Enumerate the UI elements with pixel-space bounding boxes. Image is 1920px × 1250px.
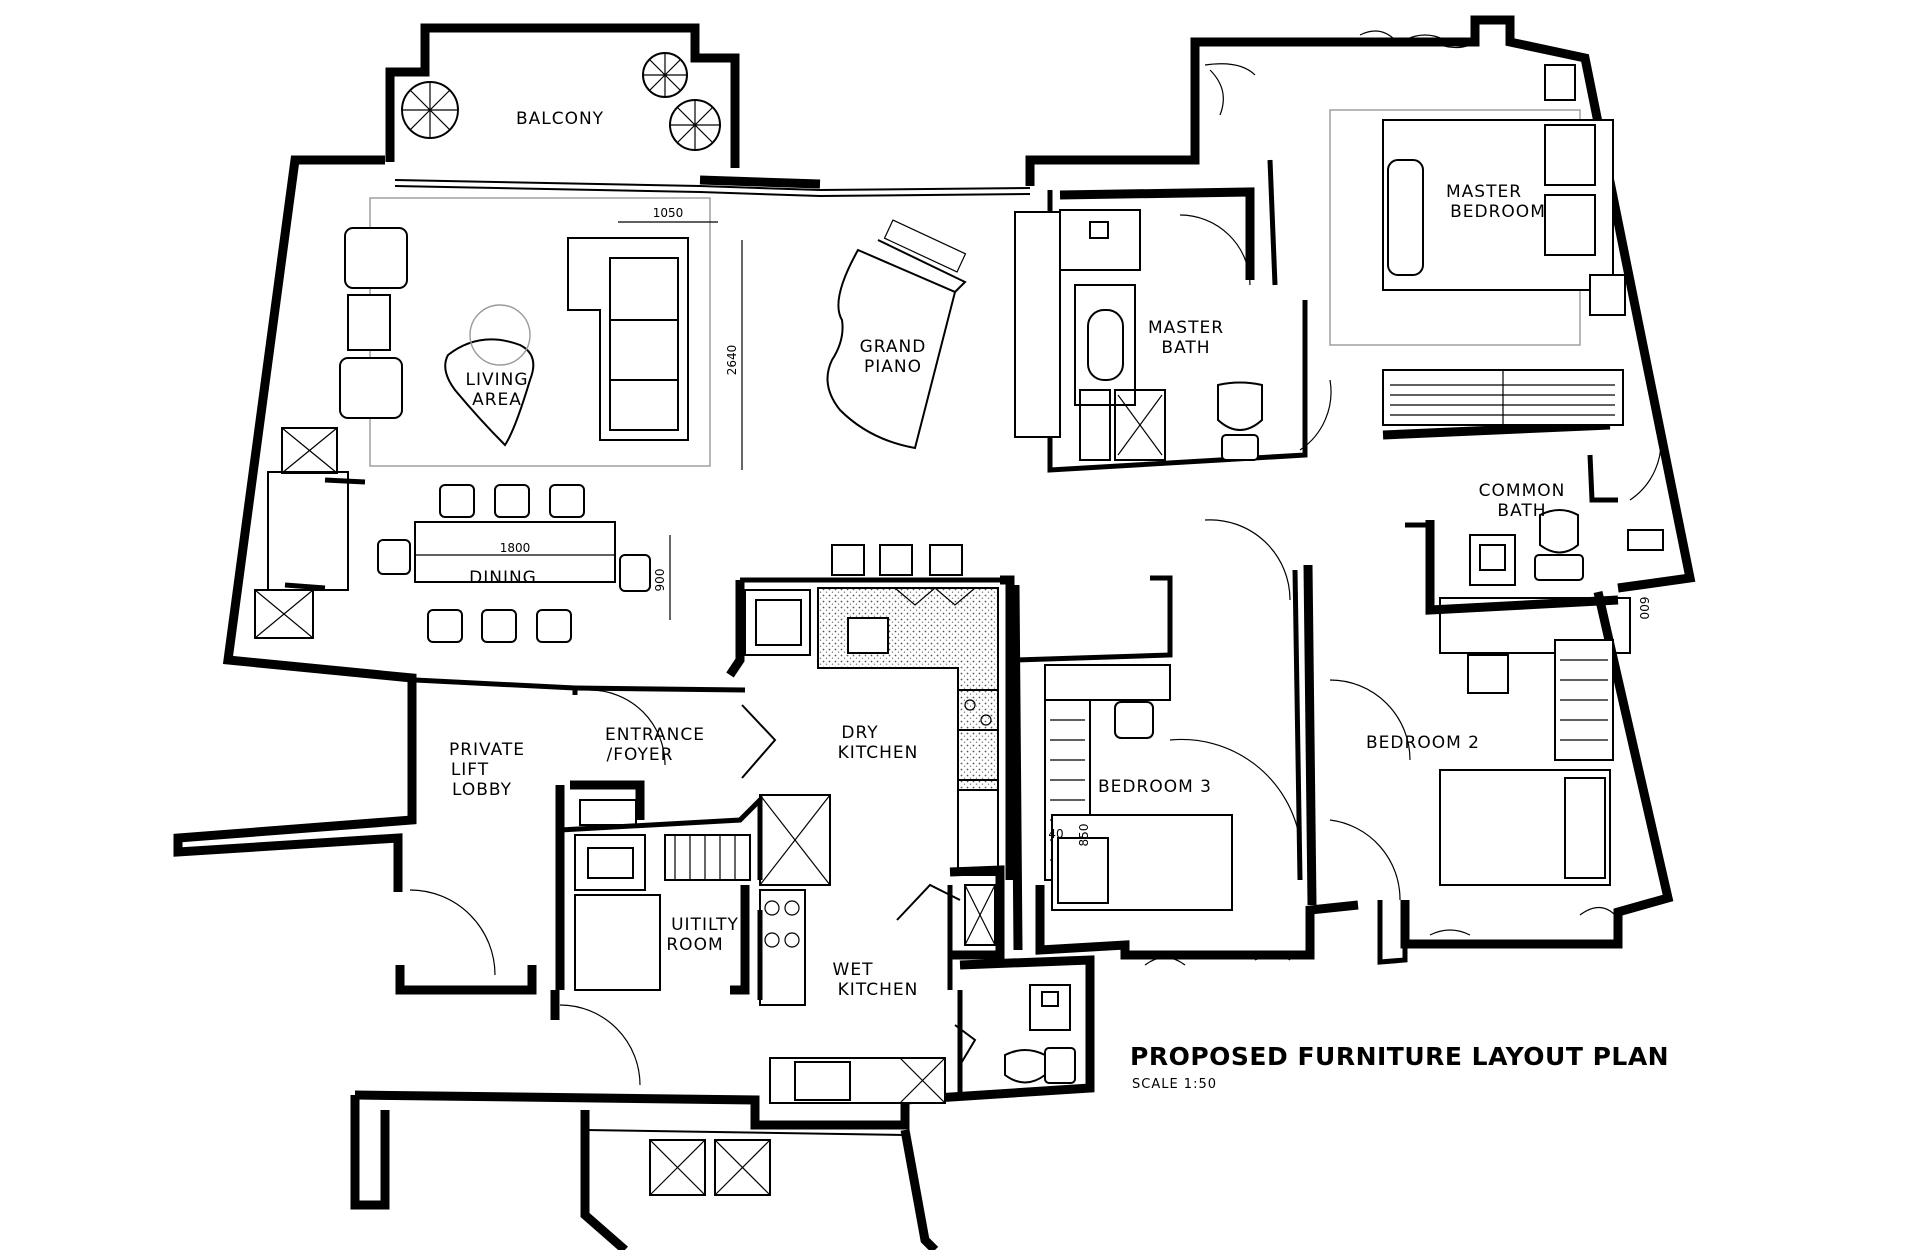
label-lobby-2: LIFT	[451, 760, 489, 780]
label-grand-2: PIANO	[864, 357, 922, 377]
label-master-bed-1: MASTER	[1446, 182, 1522, 202]
dining-furniture	[377, 484, 671, 643]
label-bedroom-3: BEDROOM 3	[1098, 777, 1212, 797]
dimension-labels: 1050 2640 1800 900 600 40 850	[500, 206, 1651, 846]
label-lobby-3: LOBBY	[452, 780, 512, 800]
common-bath-fixtures	[1469, 429, 1664, 586]
balcony-plants	[401, 52, 721, 151]
label-common-bath-1: COMMON	[1479, 481, 1566, 501]
dry-kitchen-fixtures	[741, 544, 999, 921]
dim-sofa-length: 2640	[725, 345, 739, 376]
dim-table-width: 900	[653, 569, 667, 592]
dim-table-length: 1800	[500, 541, 531, 555]
label-grand-1: GRAND	[860, 337, 927, 357]
label-wet-kitchen-1: WET	[833, 960, 874, 980]
label-balcony: BALCONY	[516, 109, 604, 129]
dim-desk-a: 40	[1048, 827, 1063, 841]
bedroom-2-furniture	[1329, 597, 1631, 936]
label-entrance-2: /FOYER	[607, 745, 674, 765]
label-dry-kitchen-2: KITCHEN	[838, 743, 919, 763]
label-wet-kitchen-2: KITCHEN	[838, 980, 919, 1000]
wet-kitchen-fixtures	[759, 884, 1076, 1104]
label-living-2: AREA	[472, 390, 522, 410]
utility-room-fixtures	[409, 689, 751, 1086]
label-master-bed-2: BEDROOM	[1450, 202, 1546, 222]
dim-desk-b: 850	[1077, 824, 1091, 847]
plan-scale: SCALE 1:50	[1132, 1077, 1217, 1092]
label-dining: DINING	[469, 568, 537, 588]
label-living-1: LIVING	[465, 370, 528, 390]
label-dry-kitchen-1: DRY	[841, 723, 878, 743]
dim-sofa-width: 1050	[653, 206, 684, 220]
master-bedroom-furniture	[1204, 30, 1626, 451]
bedroom-3-furniture	[1044, 519, 1301, 966]
label-entrance-1: ENTRANCE	[605, 725, 705, 745]
label-lobby-1: PRIVATE	[449, 740, 525, 760]
service-yard-fixtures	[584, 1129, 906, 1196]
label-bedroom-2: BEDROOM 2	[1366, 733, 1480, 753]
plan-title: PROPOSED FURNITURE LAYOUT PLAN	[1130, 1042, 1669, 1071]
dim-wardrobe-depth: 600	[1637, 597, 1651, 620]
label-master-bath-2: BATH	[1161, 338, 1210, 358]
label-master-bath-1: MASTER	[1148, 318, 1224, 338]
exterior-walls	[173, 15, 1696, 1250]
master-bath-fixtures	[1014, 209, 1263, 461]
label-common-bath-2: BATH	[1497, 501, 1546, 521]
grand-piano	[826, 219, 967, 450]
living-area-furniture	[254, 197, 743, 639]
room-labels: BALCONY LIVING AREA GRAND PIANO MASTER B…	[449, 109, 1566, 1000]
label-utility-1: UITILTY	[671, 915, 739, 935]
label-utility-2: ROOM	[666, 935, 723, 955]
